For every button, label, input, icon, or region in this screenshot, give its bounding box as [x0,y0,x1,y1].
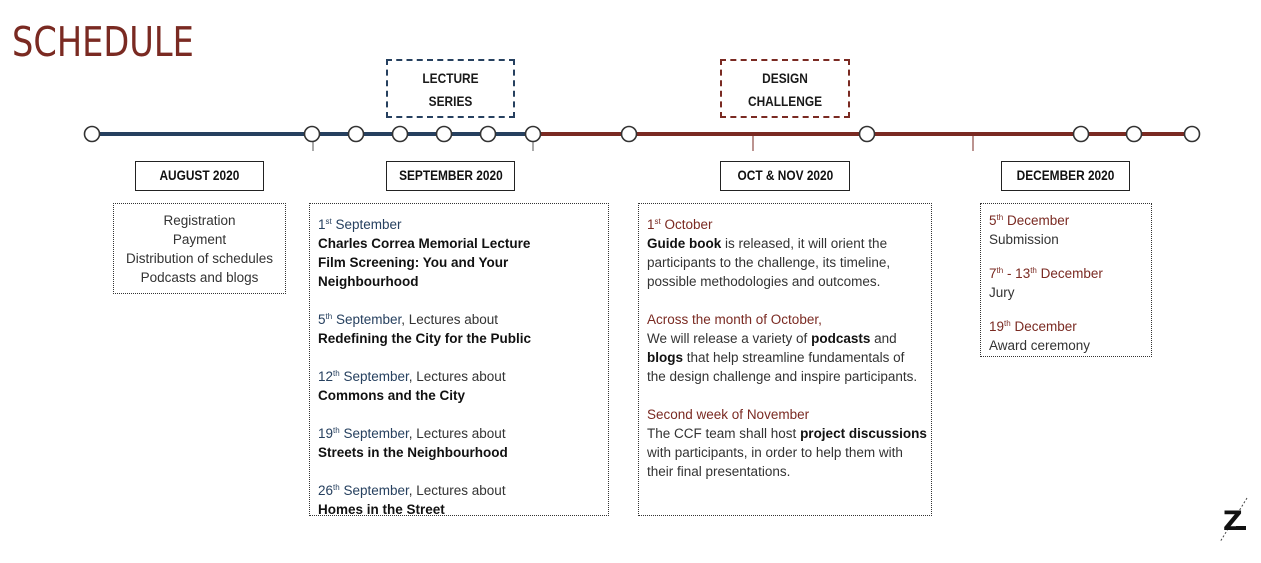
oct-nov-text: possible methodologies and outcomes. [647,274,881,289]
page-title: SCHEDULE [12,18,194,66]
december-box: 5th December Submission 7th - 13th Decem… [980,203,1152,357]
timeline-node [83,125,101,143]
oct-nov-text: their final presentations. [647,464,791,479]
timeline-node [620,125,638,143]
timeline-node [435,125,453,143]
oct-nov-text: We will release a variety of podcasts an… [647,331,897,346]
september-event: Charles Correa Memorial Lecture [318,236,531,251]
timeline-node [347,125,365,143]
timeline-node [1125,125,1143,143]
december-date: 19th December [989,319,1077,334]
oct-nov-heading: Second week of November [647,407,810,422]
timeline-node [524,125,542,143]
december-event: Award ceremony [989,338,1091,353]
oct-nov-heading: 1st October [647,217,713,232]
oct-nov-box: 1st October Guide book is released, it w… [638,203,932,516]
oct-nov-text: blogs that help streamline fundamentals … [647,350,905,365]
timeline-node [303,125,321,143]
oct-nov-text: participants to the challenge, its timel… [647,255,891,270]
svg-text:Z: Z [1223,506,1243,537]
august-box: Registration Payment Distribution of sch… [113,203,286,294]
timeline-node [1072,125,1090,143]
september-date: 26th September, Lectures about [318,483,506,498]
oct-nov-text: The CCF team shall host project discussi… [647,426,927,441]
timeline [83,125,1201,151]
august-item: Distribution of schedules [125,251,274,266]
design-challenge-label: DESIGN CHALLENGE [720,59,850,118]
month-label-september: SEPTEMBER 2020 [386,161,515,191]
september-event: Streets in the Neighbourhood [318,445,508,460]
oct-nov-text: the design challenge and inspire partici… [647,369,918,384]
september-event: Homes in the Street [318,502,445,517]
timeline-node [391,125,409,143]
timeline-node [479,125,497,143]
august-item: Registration [163,213,236,228]
september-event: Commons and the City [318,388,466,403]
august-item: Podcasts and blogs [140,270,259,285]
oct-nov-text: Guide book is released, it will orient t… [647,236,888,251]
timeline-node [858,125,876,143]
december-date: 7th - 13th December [989,266,1103,281]
oct-nov-heading: Across the month of October, [647,312,822,327]
september-box: 1st September Charles Correa Memorial Le… [309,203,609,517]
december-event: Submission [989,232,1059,247]
month-label-december: DECEMBER 2020 [1001,161,1130,191]
september-date: 1st September [318,217,402,232]
lecture-series-label: LECTURE SERIES [386,59,515,118]
december-event: Jury [989,285,1015,300]
september-date: 5th September, Lectures about [318,312,499,327]
month-label-oct-nov: OCT & NOV 2020 [720,161,850,191]
month-label-august: AUGUST 2020 [135,161,264,191]
z-logo-icon: Z [1219,497,1248,543]
september-event: Film Screening: You and Your Neighbourho… [318,255,509,289]
timeline-node [1183,125,1201,143]
september-event: Redefining the City for the Public [318,331,532,346]
oct-nov-text: with participants, in order to help them… [647,445,903,460]
september-date: 12th September, Lectures about [318,369,506,384]
september-date: 19th September, Lectures about [318,426,506,441]
december-date: 5th December [989,213,1070,228]
august-item: Payment [172,232,227,247]
